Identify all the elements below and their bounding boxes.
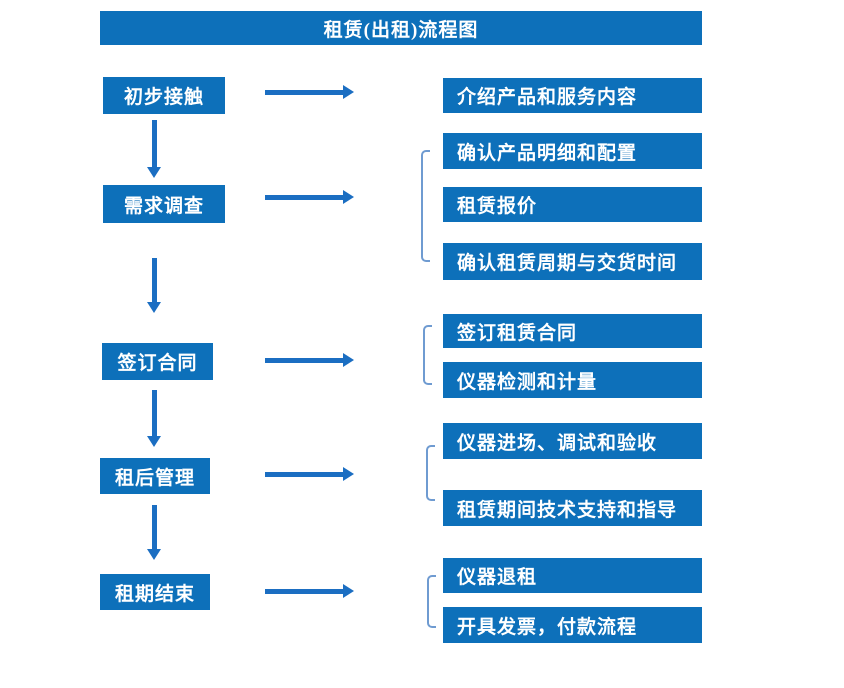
- bracket-connector: [423, 325, 432, 385]
- step-rental-end: 租期结束: [100, 574, 210, 610]
- detail-box: 开具发票，付款流程: [443, 607, 702, 643]
- detail-box: 介绍产品和服务内容: [443, 78, 702, 113]
- arrow-down-icon: [147, 390, 161, 447]
- bracket-connector: [421, 150, 430, 262]
- detail-box: 签订租赁合同: [443, 314, 702, 348]
- arrow-right-icon: [265, 190, 354, 204]
- detail-box: 仪器进场、调试和验收: [443, 423, 702, 459]
- arrow-right-icon: [265, 353, 354, 367]
- step-initial-contact: 初步接触: [103, 77, 225, 114]
- detail-box: 租赁报价: [443, 187, 702, 222]
- step-post-rental-management: 租后管理: [100, 458, 210, 494]
- arrow-right-icon: [265, 584, 354, 598]
- detail-box: 仪器退租: [443, 558, 702, 593]
- detail-box: 确认产品明细和配置: [443, 133, 702, 169]
- arrow-down-icon: [147, 120, 161, 178]
- bracket-connector: [427, 575, 436, 628]
- arrow-right-icon: [265, 85, 354, 99]
- bracket-connector: [426, 445, 435, 501]
- arrow-right-icon: [265, 467, 354, 481]
- step-sign-contract: 签订合同: [102, 343, 213, 380]
- detail-box: 租赁期间技术支持和指导: [443, 490, 702, 526]
- step-demand-survey: 需求调查: [103, 185, 225, 223]
- arrow-down-icon: [147, 505, 161, 560]
- arrow-down-icon: [147, 258, 161, 313]
- detail-box: 确认租赁周期与交货时间: [443, 243, 702, 280]
- detail-box: 仪器检测和计量: [443, 362, 702, 398]
- flowchart-title: 租赁(出租)流程图: [100, 11, 702, 45]
